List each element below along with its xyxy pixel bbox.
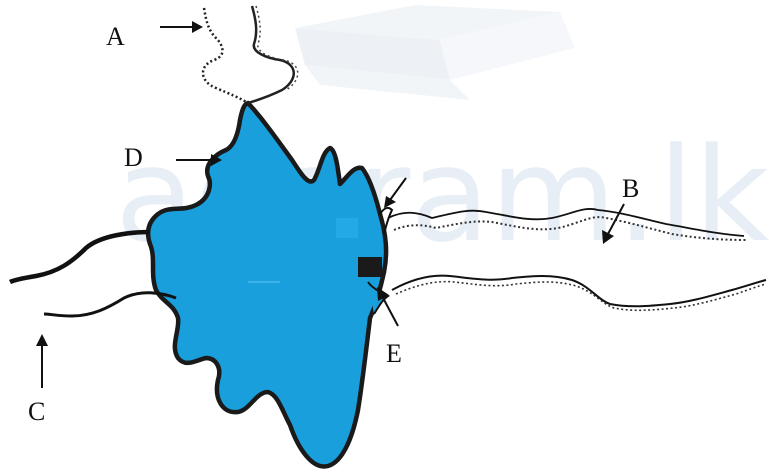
- label-c: C: [28, 397, 45, 426]
- label-d: D: [124, 143, 143, 172]
- laptop-icon: [295, 5, 575, 100]
- dendrite-top-right-dots: [256, 6, 298, 90]
- label-a: A: [106, 22, 125, 51]
- cell-highlight: [336, 218, 358, 238]
- dendrite-left-lower: [44, 293, 176, 316]
- axon-lower-line: [392, 276, 766, 307]
- label-b: B: [622, 174, 639, 203]
- arrow-e: [377, 287, 398, 326]
- dendrite-top-left: [203, 8, 248, 103]
- label-e: E: [386, 339, 402, 368]
- axon-terminal-block: [358, 257, 382, 277]
- arrow-a: [160, 21, 203, 33]
- dendrite-top-right: [248, 6, 294, 103]
- arrow-c: [36, 334, 48, 388]
